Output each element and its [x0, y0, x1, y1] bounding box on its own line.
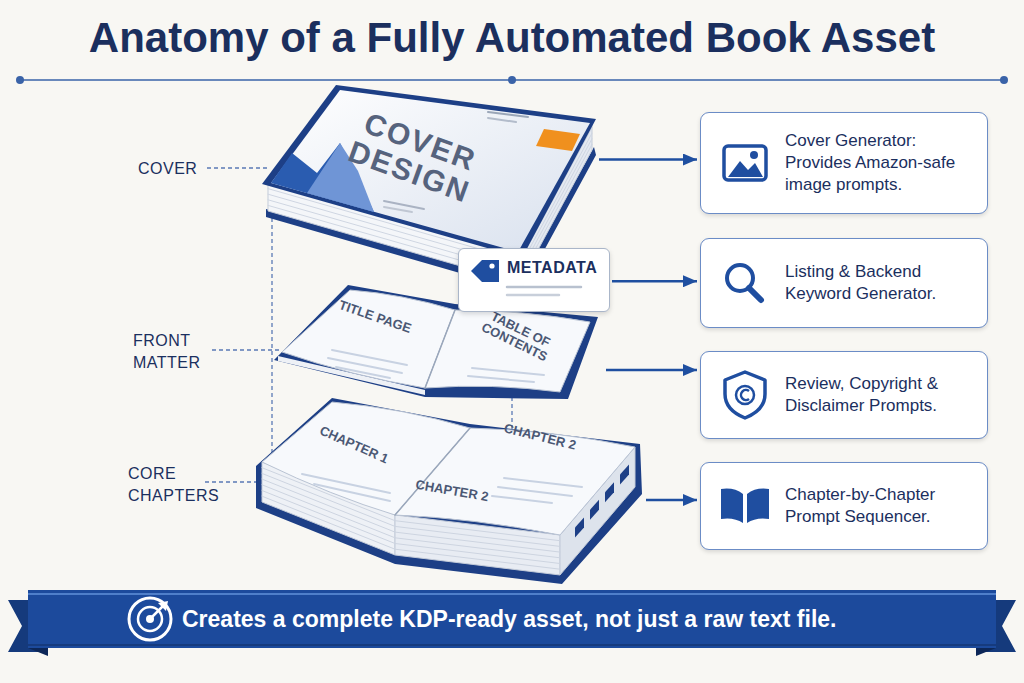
text-line	[314, 484, 390, 501]
rule-dot	[16, 76, 24, 84]
page-edge	[395, 532, 560, 552]
text-line	[504, 478, 582, 487]
metadata-line	[507, 286, 581, 289]
book-board	[256, 398, 642, 584]
connector-arrow	[612, 280, 697, 283]
tool-card: Listing & Backend Keyword Generator.	[700, 238, 988, 328]
tool-card: Chapter-by-Chapter Prompt Sequencer.	[700, 462, 988, 550]
leader-line	[271, 190, 272, 465]
node-text: Chapter-by-Chapter Prompt Sequencer.	[785, 484, 975, 528]
text-line	[492, 496, 552, 503]
rule-dot	[1000, 76, 1008, 84]
banner-fold	[976, 648, 996, 656]
text-line	[468, 376, 534, 382]
part-label: COVER	[138, 158, 218, 180]
metadata-tag: METADATA	[458, 248, 610, 312]
copyright-icon	[736, 386, 754, 404]
book-page	[282, 290, 455, 388]
tool-card: Cover Generator: Provides Amazon-safe im…	[700, 112, 988, 214]
text-line	[328, 358, 402, 373]
page-edge	[395, 544, 560, 564]
rule-dot	[508, 76, 516, 84]
page-edge	[395, 549, 560, 569]
cover-detail	[384, 207, 412, 212]
cover-detail	[488, 112, 528, 117]
target-icon	[150, 604, 165, 619]
banner-highlight	[28, 593, 996, 595]
target-icon	[129, 598, 171, 640]
book-icon	[721, 489, 743, 523]
target-icon	[158, 601, 168, 611]
banner-shadow	[28, 644, 996, 646]
book-icon	[747, 489, 769, 523]
image-icon	[724, 146, 766, 180]
chapter-tab	[605, 482, 614, 502]
leader-line	[212, 349, 282, 350]
leader-line	[205, 481, 262, 482]
node-text: Review, Copyright & Disclaimer Prompts.	[785, 373, 975, 417]
node-text: Listing & Backend Keyword Generator.	[785, 261, 975, 305]
book-page	[395, 428, 635, 535]
banner-band	[28, 590, 996, 648]
node-text: Cover Generator: Provides Amazon-safe im…	[785, 130, 975, 196]
book-board	[274, 285, 598, 399]
search-icon	[727, 265, 753, 291]
text-line	[472, 368, 544, 375]
text-line	[336, 367, 390, 378]
meta-illustration	[459, 249, 611, 313]
copyright-icon	[741, 390, 749, 400]
image-icon	[728, 161, 763, 177]
metadata-line	[507, 294, 559, 297]
text-line	[332, 350, 407, 365]
part-label: FRONT MATTER	[133, 330, 213, 373]
chapter-tab	[620, 465, 629, 485]
chapter-tab	[575, 517, 584, 537]
tag-icon	[471, 260, 499, 282]
connector-arrow	[646, 499, 697, 502]
search-icon	[749, 288, 761, 300]
cover-board	[262, 85, 596, 258]
leader-line	[207, 167, 268, 168]
target-icon	[146, 615, 154, 623]
connector-arrow	[599, 158, 697, 161]
diagram-title: Anatomy of a Fully Automated Book Asset	[0, 14, 1024, 62]
cover-face	[271, 90, 590, 252]
part-label: CORE CHAPTERS	[128, 463, 223, 506]
shield-icon	[725, 372, 765, 418]
page-edge	[395, 538, 560, 558]
chapter-tab	[590, 500, 599, 520]
cover-accent	[536, 129, 580, 151]
target-icon	[138, 607, 162, 631]
book-spine	[425, 310, 455, 388]
image-icon	[750, 151, 758, 159]
tool-card: Review, Copyright & Disclaimer Prompts.	[700, 351, 988, 439]
chapters-book: CHAPTER 1CHAPTER 2CHAPTER 2	[252, 390, 644, 590]
banner-fold	[28, 648, 48, 656]
connector-arrow	[606, 369, 697, 372]
text-line	[498, 487, 572, 496]
tag-icon	[489, 263, 494, 268]
book-spine	[395, 428, 470, 515]
node-text: METADATA	[507, 260, 607, 277]
cover-detail	[488, 118, 516, 122]
banner-caption: Creates a complete KDP-ready asset, not …	[182, 596, 997, 642]
